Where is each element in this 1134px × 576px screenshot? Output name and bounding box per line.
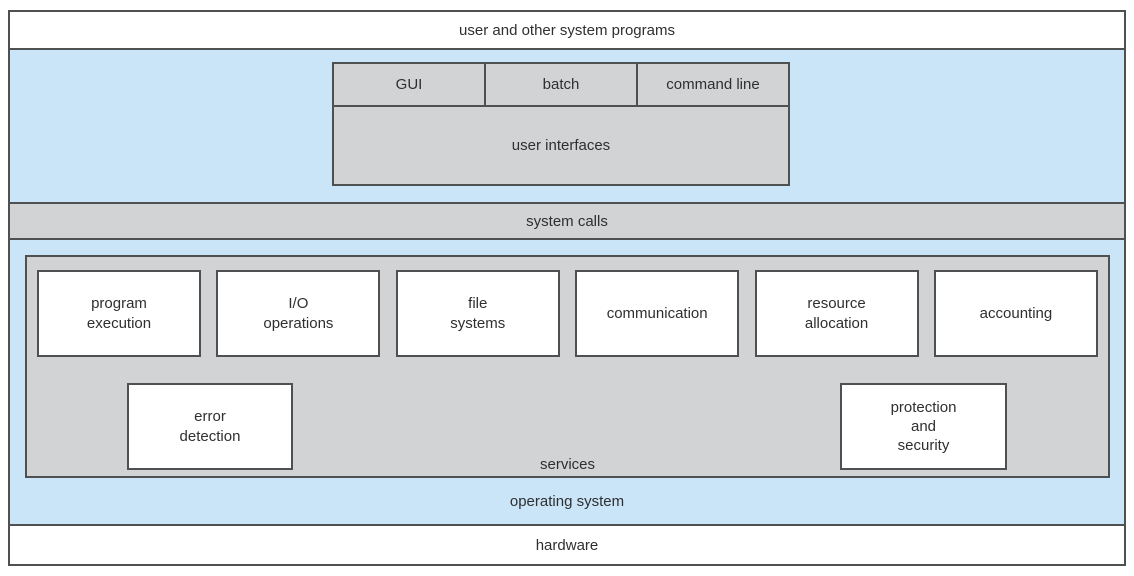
services-label: services xyxy=(539,456,595,473)
layer-user-programs: user and other system programs xyxy=(10,12,1124,48)
service-accounting: accounting xyxy=(933,270,1098,357)
user-interfaces-group: GUI batch command line user interfaces xyxy=(332,62,790,186)
services-row-1: program execution I/O operations file sy… xyxy=(27,270,1108,357)
services-box: program execution I/O operations file sy… xyxy=(25,255,1110,478)
user-interfaces-label: user interfaces xyxy=(334,107,788,184)
layer-system-calls: system calls xyxy=(10,202,1124,240)
interface-command-line-cell: command line xyxy=(636,64,788,105)
service-error-detection: error detection xyxy=(127,383,293,470)
service-resource-allocation: resource allocation xyxy=(754,270,919,357)
layer-operating-system: program execution I/O operations file sy… xyxy=(10,240,1124,524)
service-file-systems: file systems xyxy=(395,270,560,357)
service-protection-security: protection and security xyxy=(840,383,1007,470)
service-program-execution: program execution xyxy=(37,270,201,357)
interface-types-row: GUI batch command line xyxy=(334,64,788,107)
interface-gui-cell: GUI xyxy=(334,64,484,105)
service-io-operations: I/O operations xyxy=(216,270,381,357)
layer-user-interfaces: GUI batch command line user interfaces xyxy=(10,48,1124,202)
layer-hardware: hardware xyxy=(10,524,1124,564)
service-communication: communication xyxy=(575,270,740,357)
system-calls-label: system calls xyxy=(526,212,608,230)
interface-batch-cell: batch xyxy=(484,64,636,105)
hardware-label: hardware xyxy=(535,536,599,554)
diagram-outer-frame: user and other system programs GUI batch… xyxy=(8,10,1126,566)
layer-user-programs-label: user and other system programs xyxy=(459,21,675,39)
operating-system-label: operating system xyxy=(509,492,625,510)
